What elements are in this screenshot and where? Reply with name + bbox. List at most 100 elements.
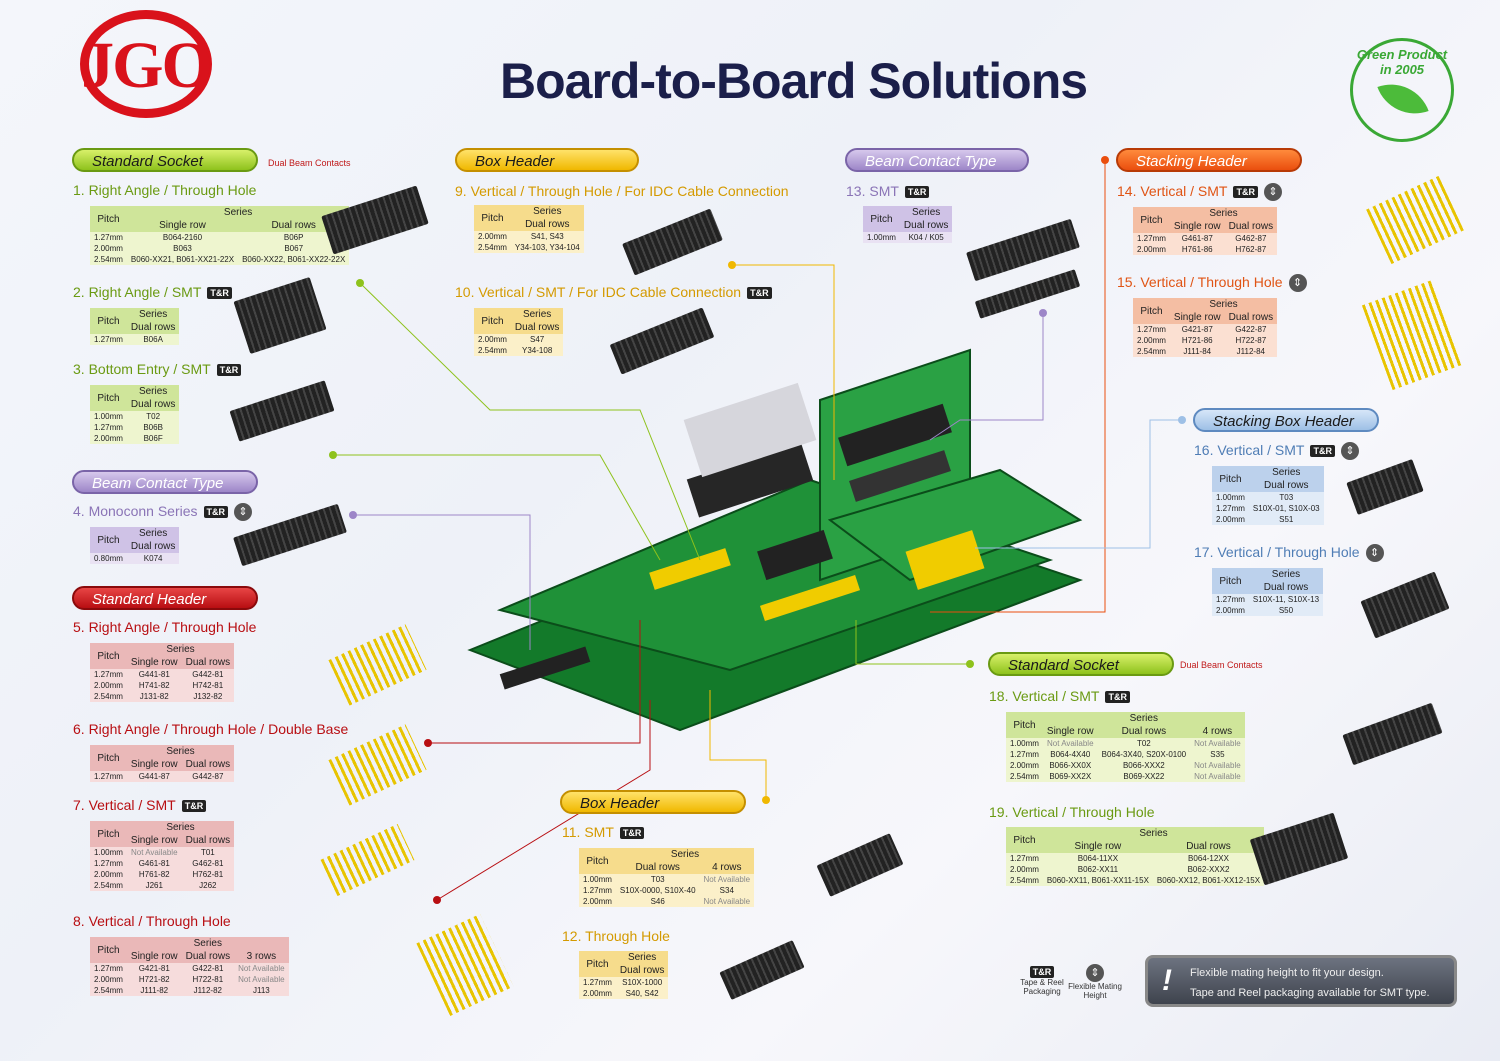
dot-s14 [1101,156,1109,164]
tape-reel-icon: T&R [1310,445,1335,458]
category-standard-header: Standard Header [72,586,258,610]
jgo-logo: JGO [80,10,215,120]
dual-beam-note-right: Dual Beam Contacts [1180,660,1263,670]
dual-beam-note: Dual Beam Contacts [268,158,351,168]
leader-line-s9 [732,264,835,480]
category-stacking-header: Stacking Header [1116,148,1302,172]
category-stacking-box-header: Stacking Box Header [1193,408,1379,432]
leader-line-s13 [929,313,1044,441]
dot-s9 [728,261,736,269]
legend-flexible-height-label: Flexible Mating Height [1068,982,1122,1000]
connector-block-1 [838,403,952,467]
leader-line-s16 [975,419,1182,549]
box-header-3d [757,529,833,581]
info-line-2: Tape and Reel packaging available for SM… [1190,987,1430,999]
category-standard-socket-right: Standard Socket [988,652,1174,676]
dot-s13 [1039,309,1047,317]
flexible-height-icon: ⇕ [1086,964,1104,982]
legend-tape-reel: T&R Tape & Reel Packaging [1018,966,1066,996]
leader-line-s1 [359,282,701,561]
dot-s6 [424,739,432,747]
leader-line-s14 [930,160,1106,613]
section-9-title: 9. Vertical / Through Hole / For IDC Cab… [455,183,789,199]
leader-line-s6 [428,620,641,744]
tape-reel-icon: T&R [1233,186,1258,199]
flexible-height-icon: ⇕ [1365,544,1384,563]
connector-block-2 [849,450,951,502]
info-line-1: Flexible mating height to fit your desig… [1190,967,1384,979]
tape-reel-icon: T&R [747,287,772,300]
tape-reel-icon: T&R [1029,966,1055,978]
section-1-title: 1. Right Angle / Through Hole [73,182,257,198]
flexible-height-icon: ⇕ [1263,183,1282,202]
dot-s18 [966,660,974,668]
tape-reel-icon: T&R [1105,691,1130,704]
ide-connector [686,442,814,518]
pin-header-2 [759,574,861,622]
leader-line-s4 [353,514,531,650]
flexible-height-icon: ⇕ [1340,442,1359,461]
legend-flexible-height: ⇕ Flexible Mating Height [1068,964,1122,1000]
stack-header-3d [905,530,985,590]
bottom-socket [499,646,591,690]
tape-reel-icon: T&R [904,186,930,199]
dot-s16 [1178,416,1186,424]
logo-ring [80,10,212,118]
tape-reel-icon: T&R [203,506,229,519]
tape-reel-icon: T&R [207,287,232,300]
section-8-title: 8. Vertical / Through Hole [73,913,231,929]
dot-s1 [356,279,364,287]
info-box: ! Flexible mating height to fit your des… [1145,955,1457,1007]
leader-line-s18 [855,620,970,665]
flexible-height-icon: ⇕ [234,503,253,522]
pin-header-1 [649,548,731,590]
tape-reel-icon: T&R [216,364,242,377]
legend-tape-reel-label: Tape & Reel Packaging [1020,978,1064,996]
exclamation-icon: ! [1162,964,1172,997]
section-10-title: 10. Vertical / SMT / For IDC Cable Conne… [455,284,772,300]
